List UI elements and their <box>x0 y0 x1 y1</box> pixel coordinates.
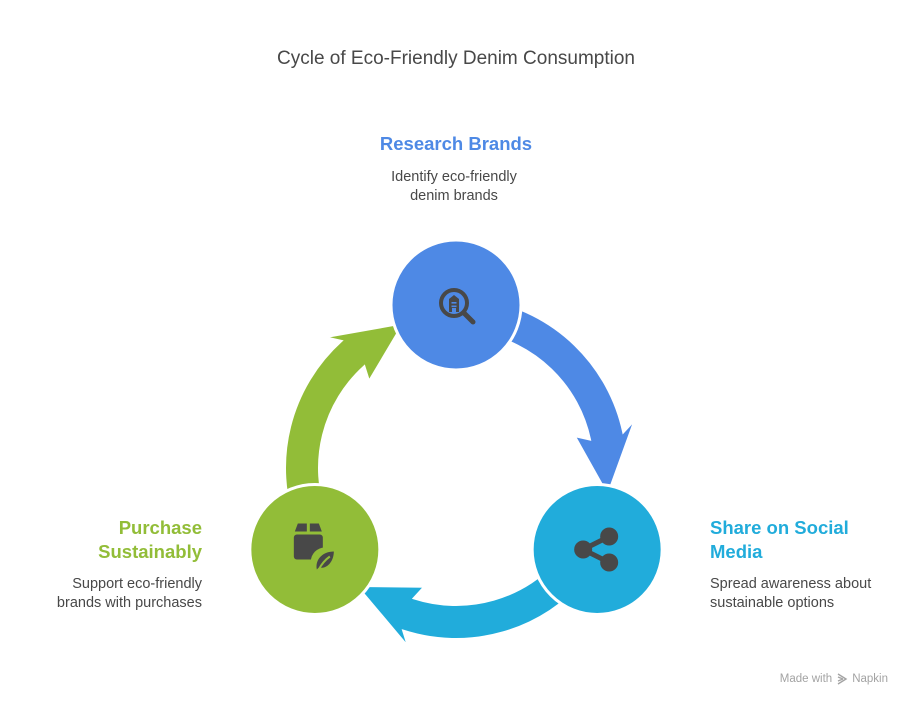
step-desc-research-brands: Identify eco-friendly denim brands <box>354 168 554 206</box>
desc-line: brands with purchases <box>56 595 202 611</box>
cycle-arrow-share-social <box>354 554 589 648</box>
step-heading-purchase-sustainably: Purchase Sustainably <box>12 516 202 564</box>
cycle-arrow-purchase-sustainably <box>284 321 406 528</box>
heading-line: Sustainably <box>98 541 202 562</box>
desc-line: denim brands <box>410 188 498 204</box>
napkin-brand-label: Napkin <box>852 673 888 685</box>
desc-line: Spread awareness about <box>710 576 872 592</box>
step-desc-share-social: Spread awareness about sustainable optio… <box>710 575 900 613</box>
search-building-icon <box>439 288 476 325</box>
step-heading-research-brands: Research Brands <box>379 133 533 154</box>
step-node-research-brands <box>389 238 523 372</box>
heading-line: Media <box>710 541 763 562</box>
share-icon <box>574 527 619 572</box>
step-node-share-social <box>530 483 664 616</box>
cycle-arrow-research-brands <box>478 298 636 498</box>
step-desc-purchase-sustainably: Support eco-friendly brands with purchas… <box>12 575 202 613</box>
step-circle <box>530 483 664 616</box>
step-heading-share-social: Share on Social Media <box>710 516 900 564</box>
desc-line: Support eco-friendly <box>72 576 202 592</box>
box-leaf-icon <box>293 523 339 576</box>
heading-line: Share on Social <box>710 517 849 538</box>
diagram-title: Cycle of Eco-Friendly Denim Consumption <box>277 48 635 69</box>
heading-line: Purchase <box>118 517 202 538</box>
napkin-logo-icon <box>837 673 848 685</box>
step-node-purchase-sustainably <box>248 483 382 616</box>
made-with-label: Made with <box>779 673 833 685</box>
desc-line: Identify eco-friendly <box>391 169 517 185</box>
desc-line: sustainable options <box>710 595 835 611</box>
napkin-footer[interactable]: Made with Napkin <box>780 673 888 685</box>
